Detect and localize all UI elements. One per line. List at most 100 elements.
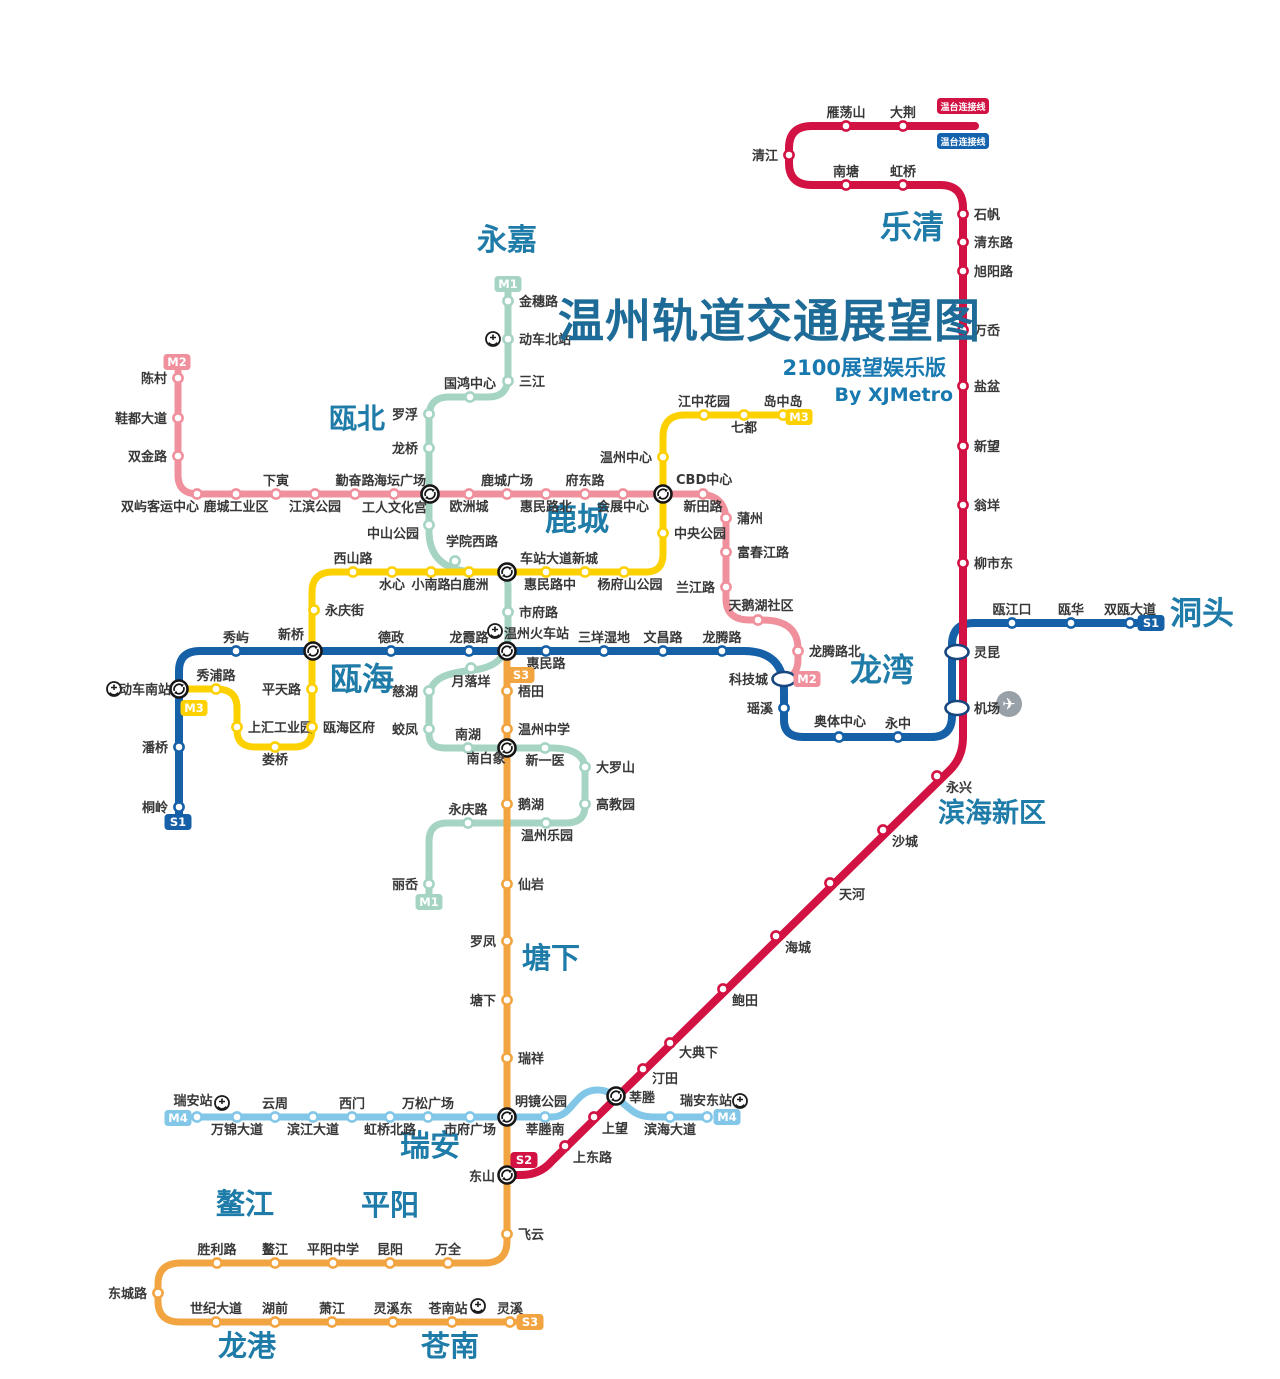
transfer-arrowhead — [313, 645, 318, 650]
station-龙桥 — [423, 442, 435, 454]
district-label: 乐清 — [880, 208, 944, 246]
station-娄桥 — [269, 741, 281, 753]
transfer-arrowhead — [502, 573, 507, 578]
station-label: 双瓯大道 — [1104, 602, 1156, 618]
station-label: 国鸿中心 — [444, 376, 496, 392]
station-中山公园 — [423, 519, 435, 531]
station-label: 惠民路 — [526, 656, 566, 672]
transfer-arrow — [504, 648, 513, 657]
station-label: 东山 — [469, 1169, 495, 1185]
station-label: 永庆街 — [324, 603, 364, 619]
station-莘塍南 — [539, 1111, 551, 1123]
transfer-arrowhead — [616, 1090, 621, 1095]
station-label: 湖前 — [262, 1301, 288, 1317]
district-label: 鳌江 — [216, 1187, 274, 1221]
station-label: 富春江路 — [737, 545, 790, 561]
station-label: 高教园 — [596, 797, 635, 813]
station-东城路 — [152, 1287, 164, 1299]
station-label: 柳市东 — [974, 556, 1013, 572]
station-西门 — [346, 1111, 358, 1123]
station-天河 — [824, 877, 836, 889]
station-白鹿洲 — [463, 566, 475, 578]
railway-station-icon — [470, 1298, 486, 1314]
station-瑶溪 — [778, 702, 790, 714]
station-仙岩 — [501, 878, 513, 890]
station-石帆 — [957, 208, 969, 220]
district-label: 永嘉 — [477, 223, 537, 258]
station-市府广场 — [464, 1111, 476, 1123]
station-label: 杨府山公园 — [597, 577, 662, 593]
transfer-arrowhead — [507, 566, 512, 571]
station-label: 惠民路中 — [524, 577, 576, 593]
badge-rect — [516, 1314, 544, 1330]
station-永中 — [892, 731, 904, 743]
station-永庆路 — [462, 817, 474, 829]
station-瑞安东站 — [701, 1111, 713, 1123]
station-label: 南白象 — [466, 751, 505, 767]
transfer-arrow — [504, 745, 513, 754]
station-市府路 — [502, 606, 514, 618]
station-瑞安站 — [191, 1111, 203, 1123]
station-上东路 — [559, 1140, 571, 1152]
transfer-arrowhead — [611, 1097, 616, 1102]
station-label: 清东路 — [974, 235, 1014, 251]
station-label: 昆阳 — [377, 1242, 403, 1258]
station-新城 — [579, 566, 591, 578]
station-会展中心 — [617, 488, 629, 500]
station-鲍田 — [717, 983, 729, 995]
station-动车北站 — [502, 333, 514, 345]
station-label: 雁荡山 — [826, 105, 865, 121]
station-label: 瓯华 — [1058, 602, 1084, 618]
badge-label: M1 — [498, 277, 517, 291]
line-badge-M2: M2 — [163, 354, 191, 370]
station-萧江 — [326, 1316, 338, 1328]
station-永庆街 — [308, 604, 320, 616]
station-罗浮 — [423, 408, 435, 420]
line-badge-M4: M4 — [164, 1110, 192, 1126]
station-label: 大荆 — [890, 105, 916, 121]
badge-rect — [785, 409, 813, 425]
transfer-arrow — [660, 491, 669, 500]
station-慈湖 — [423, 685, 435, 697]
railway-dot — [477, 1301, 479, 1304]
station-龙腾路 — [716, 645, 728, 657]
line-badge-M1: M1 — [415, 894, 443, 910]
badge-label: M4 — [168, 1111, 187, 1125]
station-灵溪 — [504, 1316, 516, 1328]
badge-label: S3 — [522, 1315, 538, 1329]
station-鳌江 — [269, 1257, 281, 1269]
station-label: 天鹅湖社区 — [728, 598, 793, 614]
station-上望 — [588, 1111, 600, 1123]
transfer-arrow — [501, 566, 510, 575]
station-label: 塘下 — [470, 993, 496, 1009]
transfer-arrowhead — [179, 683, 184, 688]
station-瓯江口 — [1006, 617, 1018, 629]
station-苍南站 — [446, 1316, 458, 1328]
station-label: 大罗山 — [596, 760, 635, 776]
line-badge-S1: S1 — [1137, 615, 1165, 631]
transfer-arrow — [424, 488, 433, 497]
transfer-ring — [497, 641, 517, 661]
station-下寅 — [270, 488, 282, 500]
station-label: 新桥 — [278, 627, 305, 643]
station-label: 万松广场 — [401, 1096, 454, 1112]
station-平阳中学 — [327, 1257, 339, 1269]
transfer-arrow — [427, 491, 436, 500]
station-大荆 — [897, 120, 909, 132]
station-label: 欧洲城 — [449, 499, 488, 515]
station-上汇工业园 — [231, 721, 243, 733]
station-惠民路 — [540, 645, 552, 657]
station-label: 瓯海区府 — [323, 720, 375, 736]
transfer-arrowhead — [502, 652, 507, 657]
badge-label: 温台连接线 — [940, 101, 985, 113]
station-万全 — [442, 1257, 454, 1269]
station-飞云 — [501, 1228, 513, 1240]
station-label: 飞云 — [518, 1228, 544, 1243]
badge-label: S2 — [516, 1153, 532, 1167]
station-label: 莘塍南 — [525, 1122, 564, 1138]
station-label: 德政 — [378, 630, 405, 646]
station-label: 平阳中学 — [307, 1242, 359, 1258]
station-双瓯大道 — [1124, 617, 1136, 629]
station-天鹅湖社区 — [752, 614, 764, 626]
line-S1 — [175, 619, 1140, 818]
